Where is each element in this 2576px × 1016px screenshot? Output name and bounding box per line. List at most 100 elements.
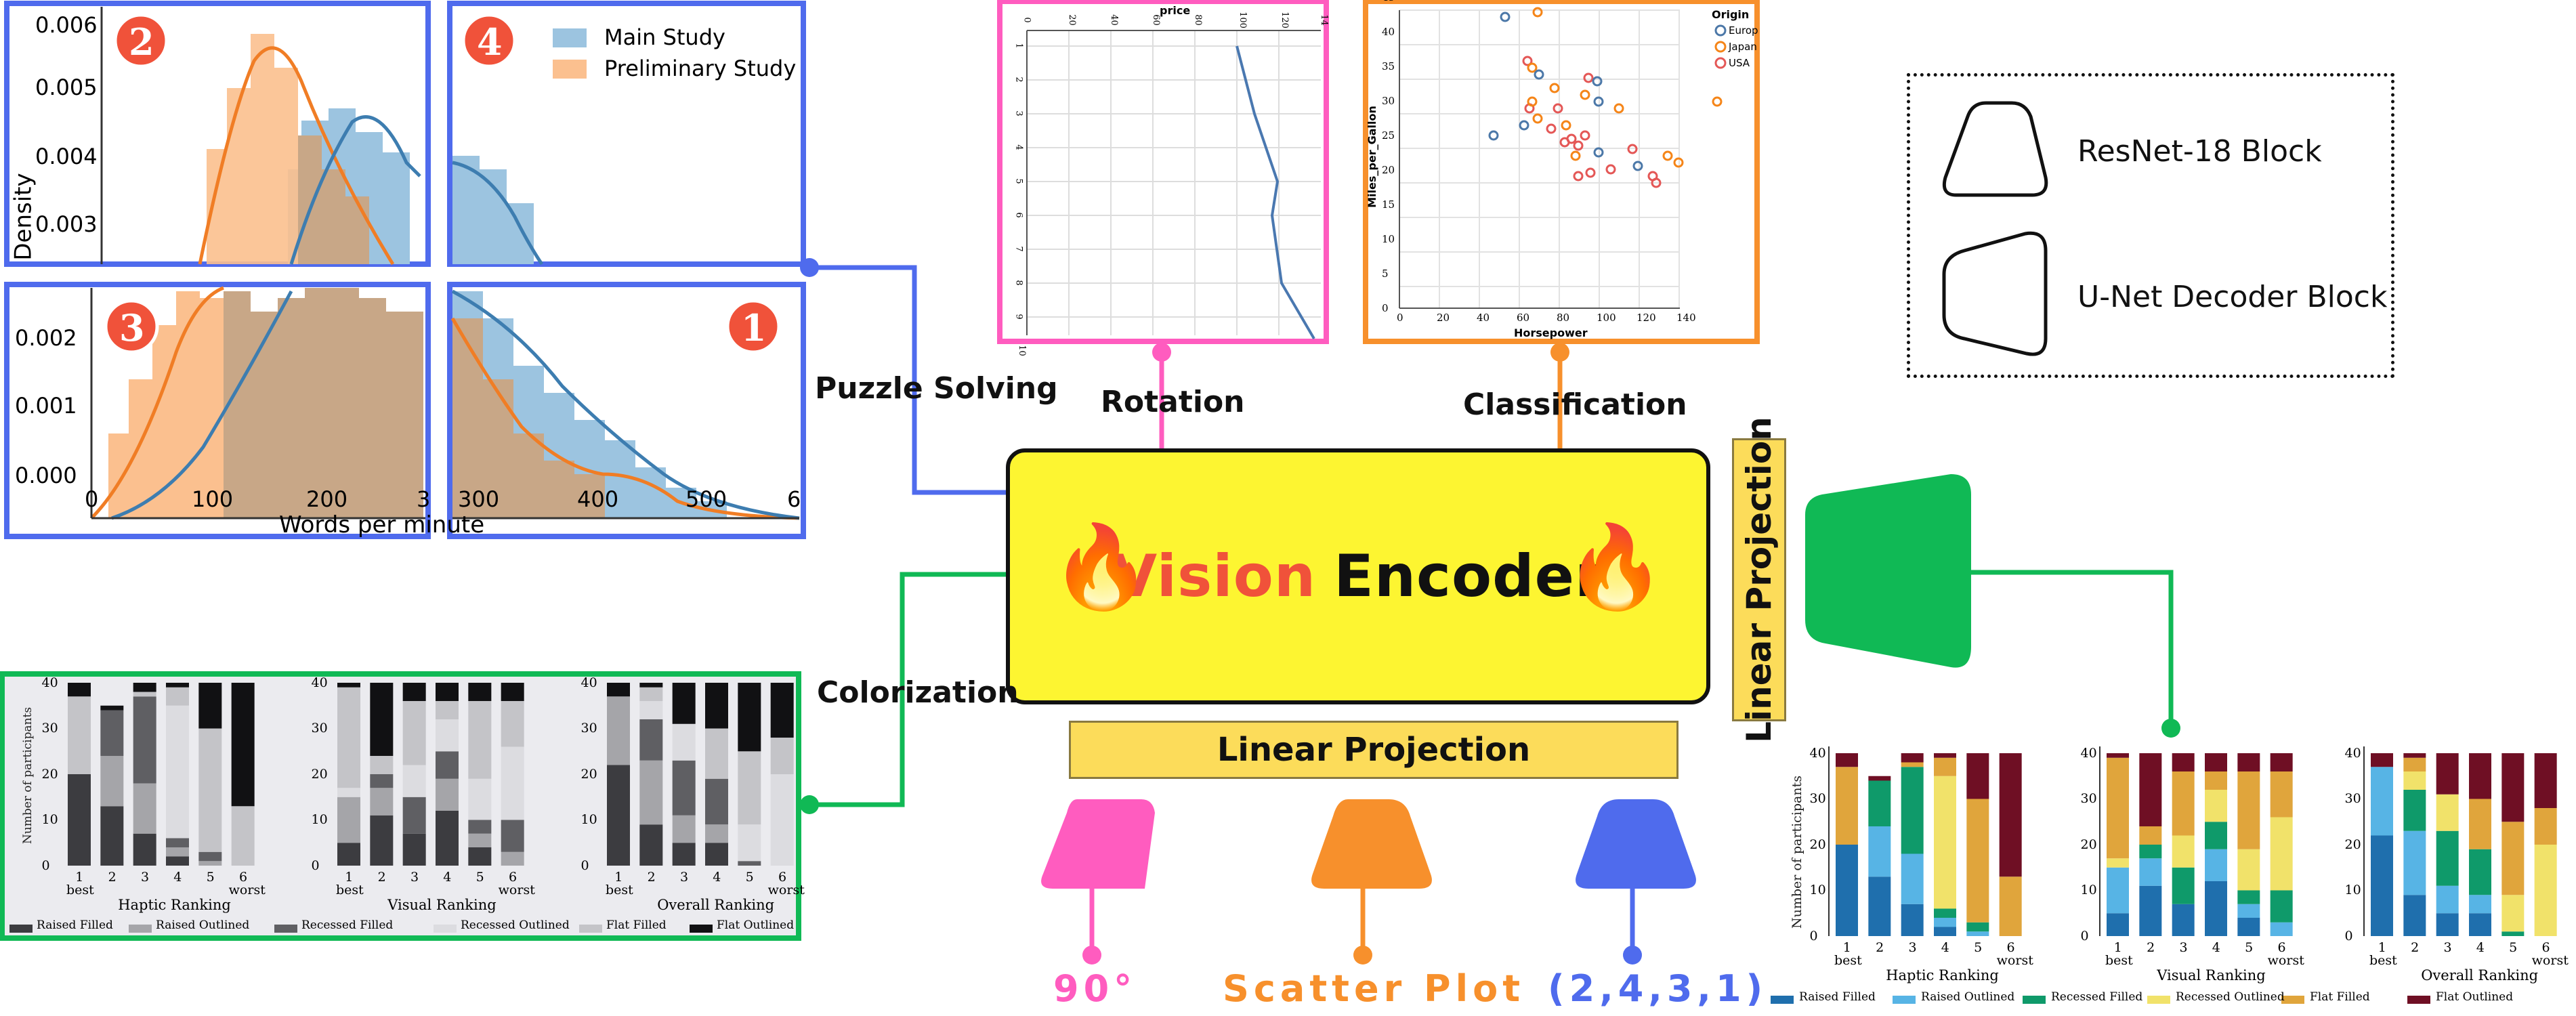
stack-segment (370, 774, 394, 788)
rotation-output-dot (1082, 946, 1101, 965)
stack-segment (1868, 780, 1891, 826)
chart-text: Flat Outlined (2436, 990, 2514, 1004)
output-rotation: 90° (1053, 967, 1137, 1010)
stack-segment (1999, 876, 2022, 936)
encoder-word: Encoder (1334, 543, 1605, 610)
chart-text: best (2369, 953, 2397, 968)
stack-segment (639, 683, 663, 687)
stack-legend-swatch (1893, 996, 1916, 1004)
stack-segment (402, 797, 426, 834)
chart-text: Flat Filled (2310, 990, 2370, 1004)
chart-text: 1 (1842, 940, 1851, 955)
stack-legend-swatch (2407, 996, 2430, 1004)
stack-segment (468, 683, 492, 701)
stack-segment (337, 843, 360, 866)
stack-segment (2270, 922, 2293, 936)
stack-segment (2107, 867, 2129, 914)
badge-label: 2 (129, 20, 154, 64)
chart-text: 1 (345, 870, 354, 885)
chart-text: 40 (1477, 312, 1490, 324)
chart-text: 40 (2080, 745, 2097, 761)
stack-segment (402, 683, 426, 701)
chart-text: 30 (580, 721, 597, 736)
scatter-legend-item: USA (1729, 57, 1750, 69)
stack-segment (1999, 753, 2022, 877)
scatter-legend-item: Europ (1729, 24, 1758, 37)
puzzle-xtick: 3 (417, 486, 431, 512)
legend-unet-label: U-Net Decoder Block (2077, 280, 2388, 314)
stack-segment (2371, 753, 2393, 767)
chart-text: 6 (2541, 940, 2550, 955)
stack-segment (770, 774, 794, 866)
stack-legend-swatch (579, 925, 602, 933)
colorization-connector (809, 572, 1006, 807)
stack-legend-swatch (2281, 996, 2304, 1004)
chart-text: 2 (2147, 940, 2155, 955)
scatter-legend-title: Origin (1712, 8, 1750, 21)
badge-label: 4 (477, 20, 503, 64)
unet-legend-icon (1942, 231, 2048, 356)
stack-segment (1868, 776, 1891, 781)
chart-text: 4 (1941, 940, 1949, 955)
stack-segment (501, 851, 524, 866)
stack-segment (2205, 822, 2227, 849)
chart-text: 5 (2245, 940, 2254, 955)
chart-text: 1 (75, 870, 84, 885)
chart-text: 30 (1382, 95, 1395, 107)
stack-segment (100, 806, 124, 866)
stack-segment (166, 683, 189, 687)
chart-text: 1 (2113, 940, 2122, 955)
chart-text: 0 (1021, 17, 1032, 23)
chart-text: 100 (1237, 12, 1248, 28)
stack-segment (2501, 931, 2525, 936)
puzzle-output-dot (1623, 946, 1642, 965)
puzzle-xtick: 6 (787, 486, 801, 512)
chart-text: 8 (1013, 280, 1024, 286)
chart-text: 6 (778, 870, 787, 885)
chart-text: 3 (2443, 940, 2452, 955)
chart-text: 40 (311, 675, 328, 690)
stack-segment (100, 756, 124, 807)
chart-text: 45 (1382, 0, 1395, 3)
stack-segment (1934, 753, 1956, 758)
stack-segment (2270, 817, 2293, 891)
stack-segment (468, 847, 492, 866)
stack-segment (2237, 771, 2260, 849)
stack-segment (2501, 822, 2525, 895)
chart-text: 5 (1013, 178, 1024, 184)
chart-text: 5 (745, 870, 754, 885)
stack-segment (2139, 858, 2162, 886)
chart-text: 6 (2006, 940, 2015, 955)
chart-text: 14 (1318, 14, 1329, 26)
chart-text: 1 (614, 870, 623, 885)
stack-segment (770, 683, 794, 738)
chart-text: 0 (580, 858, 589, 873)
stack-segment (705, 728, 728, 779)
chart-text: 5 (2509, 940, 2518, 955)
scatter-xlabel: Horsepower (1514, 326, 1588, 339)
chart-text: 20 (1437, 312, 1450, 324)
puzzle-xtick: 0 (85, 486, 99, 512)
chart-text: 0 (2344, 928, 2353, 944)
decoder-output-chart (1771, 746, 2557, 1004)
stack-segment (1836, 767, 1858, 845)
chart-text: 9 (1013, 314, 1024, 320)
puzzle-ytick: 0.003 (35, 211, 98, 237)
stack-segment (672, 760, 696, 816)
chart-text: 5 (1974, 940, 1983, 955)
chart-text: worst (228, 883, 266, 897)
block-legend: ResNet-18 Block U-Net Decoder Block (1907, 73, 2394, 378)
chart-text: 10 (1382, 233, 1395, 245)
chart-text: 15 (1382, 198, 1395, 211)
puzzle-legend-main: Main Study (604, 24, 725, 50)
chart-text: 40 (1382, 26, 1395, 38)
chart-text: 10 (311, 812, 328, 828)
chart-text: 120 (1279, 12, 1290, 28)
unet-decoder-block (1805, 474, 1971, 668)
stack-legend-swatch (1771, 996, 1794, 1004)
stack-segment (2403, 830, 2426, 895)
stack-legend-swatch (690, 925, 713, 933)
rotation-connector-dot (1152, 343, 1171, 362)
chart-text: 5 (476, 870, 484, 885)
